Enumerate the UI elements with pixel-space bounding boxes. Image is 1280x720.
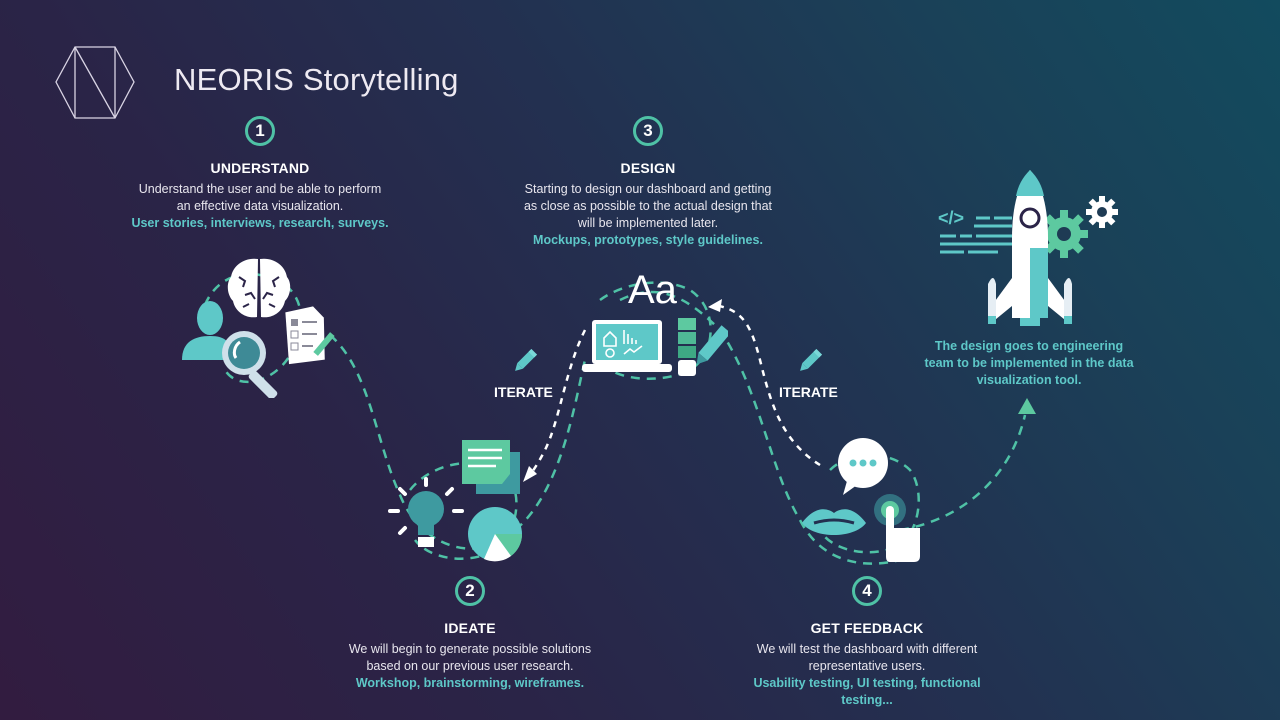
page-title: NEORIS Storytelling xyxy=(174,62,459,97)
step-tags: Mockups, prototypes, style guidelines. xyxy=(533,233,763,247)
hexagon-n-logo-icon xyxy=(55,46,135,119)
tags-line: Usability testing, UI testing, functiona… xyxy=(753,676,981,690)
speech-bubble-icon xyxy=(838,438,888,495)
code-icon: </> xyxy=(938,208,1012,254)
step4-loop xyxy=(818,453,920,554)
pencil-icon xyxy=(800,348,823,371)
code-glyph: </> xyxy=(938,208,964,228)
step-understand: 1 UNDERSTAND Understand the user and be … xyxy=(110,116,410,232)
gears-icon xyxy=(1040,196,1118,258)
touch-hand-icon xyxy=(874,494,920,562)
step-ideate: 2 IDEATE We will begin to generate possi… xyxy=(320,576,620,692)
user-icon xyxy=(182,301,232,360)
main-flow-path xyxy=(899,414,1027,532)
rocket-icon xyxy=(988,170,1072,326)
tags-line: testing... xyxy=(841,693,893,707)
final-text-line: team to be implemented in the data xyxy=(924,356,1134,370)
iterate-label: ITERATE xyxy=(779,384,838,400)
iterate-arrowhead-left xyxy=(523,466,537,482)
step-description: We will begin to generate possible solut… xyxy=(320,641,620,675)
checklist-document-icon xyxy=(285,306,335,365)
step-number-badge: 3 xyxy=(633,116,663,146)
final-description: The design goes to engineering team to b… xyxy=(904,338,1154,389)
step-title: UNDERSTAND xyxy=(210,160,310,176)
description-line: will be implemented later. xyxy=(577,216,719,230)
final-text-line: visualization tool. xyxy=(976,373,1082,387)
lips-icon xyxy=(802,509,866,535)
iterate-arrowhead-right xyxy=(708,299,722,312)
step-description: We will test the dashboard with differen… xyxy=(727,641,1007,675)
step-tags: Usability testing, UI testing, functiona… xyxy=(727,675,1007,709)
iterate-arrow-path-left xyxy=(528,329,587,476)
step-number-badge: 1 xyxy=(245,116,275,146)
step-title: DESIGN xyxy=(620,160,676,176)
final-arrowhead xyxy=(1018,398,1036,414)
step-number-badge: 2 xyxy=(455,576,485,606)
step-title: GET FEEDBACK xyxy=(810,620,924,636)
step-description: Starting to design our dashboard and get… xyxy=(488,181,808,232)
main-flow-path xyxy=(619,290,901,565)
final-text-line: The design goes to engineering xyxy=(934,339,1124,353)
description-line: Starting to design our dashboard and get… xyxy=(524,182,772,196)
description-line: based on our previous user research. xyxy=(366,659,574,673)
pencil-icon xyxy=(515,348,538,371)
description-line: representative users. xyxy=(808,659,926,673)
notes-icon xyxy=(462,440,520,494)
magnifier-icon xyxy=(222,331,278,398)
step-title: IDEATE xyxy=(444,620,496,636)
step3-loop xyxy=(598,281,712,380)
lightbulb-icon xyxy=(388,477,464,547)
step-get-feedback: 4 GET FEEDBACK We will test the dashboar… xyxy=(727,576,1007,709)
brain-icon xyxy=(227,258,291,318)
step-number-badge: 4 xyxy=(852,576,882,606)
step2-loop xyxy=(409,461,518,560)
step-tags: Workshop, brainstorming, wireframes. xyxy=(355,676,585,690)
pie-chart-icon xyxy=(468,507,523,562)
description-line: Understand the user and be able to perfo… xyxy=(138,182,382,196)
iterate-label: ITERATE xyxy=(494,384,553,400)
description-line: as close as possible to the actual desig… xyxy=(523,199,773,213)
typography-icon: Aa xyxy=(628,268,677,312)
color-swatch-icon xyxy=(678,318,728,376)
laptop-dashboard-icon xyxy=(582,320,672,372)
description-line: an effective data visualization. xyxy=(176,199,344,213)
description-line: We will begin to generate possible solut… xyxy=(348,642,592,656)
main-flow-path xyxy=(329,334,587,550)
step-tags: User stories, interviews, research, surv… xyxy=(131,216,389,230)
description-line: We will test the dashboard with differen… xyxy=(756,642,978,656)
step-description: Understand the user and be able to perfo… xyxy=(110,181,410,215)
step-design: 3 DESIGN Starting to design our dashboar… xyxy=(488,116,808,249)
